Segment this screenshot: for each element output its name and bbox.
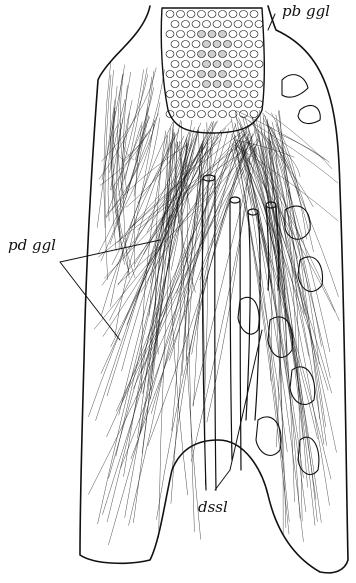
nerve-fiber-hatching: [231, 110, 339, 542]
label-dssl: dssl: [198, 498, 228, 516]
label-pd-ggl: pd ggl: [8, 236, 56, 254]
pedal-ganglion-fibers: [88, 62, 259, 545]
label-pb-ggl: pb ggl: [282, 2, 330, 20]
central-tubes: [202, 175, 278, 490]
leader-lines: [60, 14, 275, 490]
ganglion-cell-texture: [166, 11, 263, 118]
